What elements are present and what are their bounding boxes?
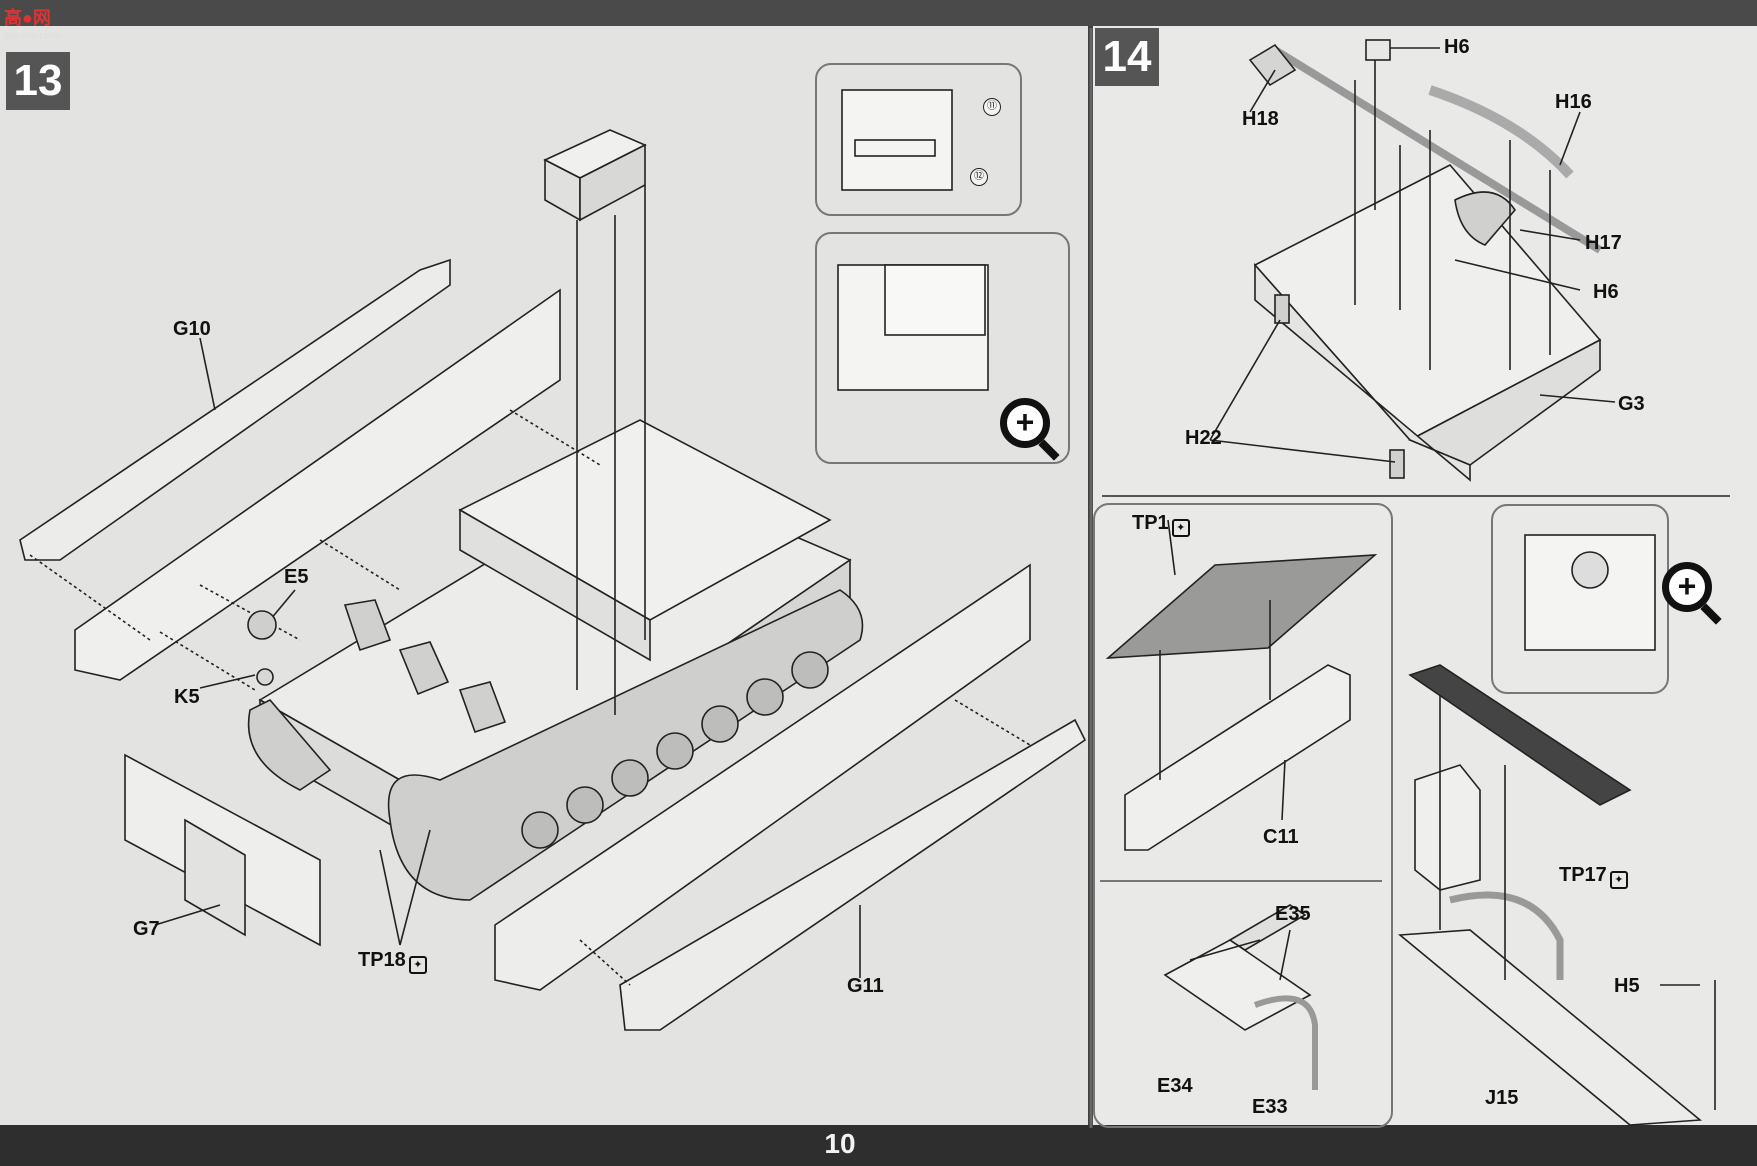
- part-label-h5: H5: [1614, 975, 1640, 997]
- part-label-e33: E33: [1252, 1096, 1288, 1118]
- watermark-text: 高●网: [4, 8, 51, 28]
- part-label-tp1: TP1✦: [1132, 512, 1190, 537]
- watermark-subtext: gao-shou.com: [4, 30, 62, 40]
- part-label-h17: H17: [1585, 232, 1622, 254]
- part-label-h6-top: H6: [1444, 36, 1470, 58]
- part-label-tp17: TP17✦: [1559, 864, 1628, 889]
- callout-11: ⑪: [983, 98, 1001, 116]
- detail-panel-rear-plate: [815, 63, 1022, 216]
- photo-etch-icon-tp17: ✦: [1609, 871, 1628, 889]
- part-label-h16: H16: [1555, 91, 1592, 113]
- photo-etch-icon-tp1: ✦: [1171, 519, 1190, 537]
- detail-panel-engine-deck: [815, 232, 1070, 464]
- part-label-e35: E35: [1275, 903, 1311, 925]
- photo-etch-icon: ✦: [408, 956, 427, 974]
- part-label-h6-mid: H6: [1593, 281, 1619, 303]
- page-footer: [0, 1125, 1757, 1166]
- part-label-g10: G10: [173, 318, 211, 340]
- panel-divider: [1100, 880, 1382, 882]
- part-label-c11: C11: [1263, 826, 1299, 848]
- tp17-text: TP17: [1559, 864, 1607, 886]
- part-label-e5: E5: [284, 566, 309, 588]
- callout-12: ⑫: [970, 168, 988, 186]
- part-label-j15: J15: [1485, 1087, 1519, 1109]
- page-number: 10: [824, 1128, 856, 1159]
- step-14-badge: 14: [1095, 28, 1159, 86]
- part-label-h22: H22: [1185, 427, 1222, 449]
- magnifier-plus-icon: +: [1000, 398, 1050, 448]
- part-label-g3: G3: [1618, 393, 1645, 415]
- part-label-k5: K5: [174, 686, 200, 708]
- step-13-badge: 13: [6, 52, 70, 110]
- site-watermark: 高●网 gao-shou.com: [4, 4, 61, 40]
- part-label-tp18: TP18✦: [358, 949, 427, 974]
- part-label-h18: H18: [1242, 108, 1279, 130]
- magnifier-plus-icon-2: +: [1662, 562, 1712, 612]
- part-label-g7: G7: [133, 918, 160, 940]
- part-label-g11: G11: [847, 975, 884, 997]
- detail-panel-grille-assembly: [1093, 503, 1393, 1128]
- detail-panel-exhaust-zoom: [1491, 504, 1669, 694]
- tp1-text: TP1: [1132, 512, 1169, 534]
- part-label-e34: E34: [1157, 1075, 1193, 1097]
- tp18-text: TP18: [358, 949, 406, 971]
